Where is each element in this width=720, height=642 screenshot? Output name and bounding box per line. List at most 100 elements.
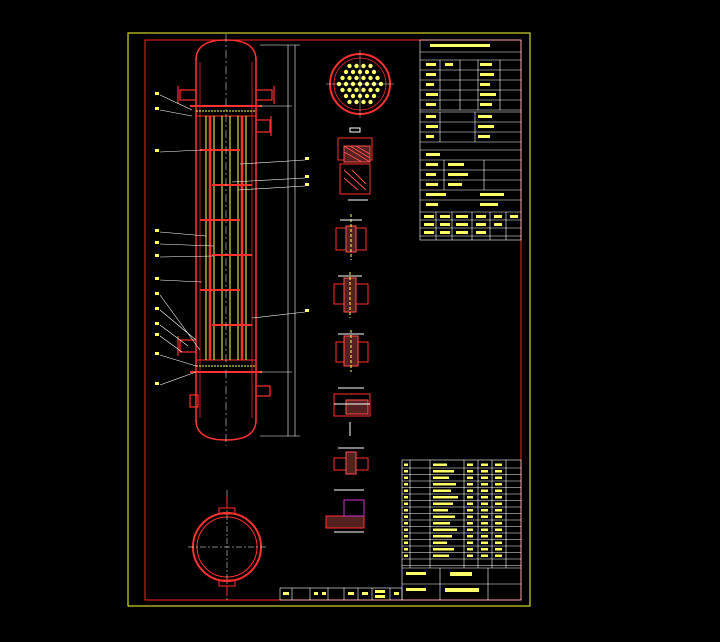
table-text-mark xyxy=(426,153,440,156)
table-text-mark xyxy=(480,63,492,66)
parts-text-mark xyxy=(467,463,473,466)
parts-text-mark xyxy=(433,548,454,551)
table-text-mark xyxy=(424,215,434,218)
revision-strip-marks xyxy=(283,590,399,598)
table-text-mark xyxy=(476,215,486,218)
parts-list-table xyxy=(401,459,522,601)
table-text-mark xyxy=(426,103,436,106)
parts-text-mark xyxy=(495,522,502,525)
detail-nozzle-a xyxy=(333,272,369,318)
parts-text-mark xyxy=(481,535,488,538)
tube-hole xyxy=(368,63,373,69)
parts-text-mark xyxy=(467,509,473,512)
parts-text-mark xyxy=(481,489,488,492)
parts-text-mark xyxy=(481,515,488,518)
table-text-mark xyxy=(426,93,438,96)
parts-text-mark xyxy=(433,476,449,479)
parts-text-mark xyxy=(495,554,502,557)
parts-text-mark xyxy=(467,522,473,525)
parts-text-mark xyxy=(481,509,488,512)
table-text-mark xyxy=(478,135,490,138)
parts-text-mark xyxy=(404,496,408,499)
tube-hole xyxy=(368,75,373,81)
parts-text-mark xyxy=(495,483,502,486)
parts-text-mark xyxy=(433,502,453,505)
table-text-mark xyxy=(426,63,436,66)
revision-strip xyxy=(279,587,403,601)
parts-text-mark xyxy=(404,535,408,538)
tube-hole xyxy=(347,87,352,93)
table-text-mark xyxy=(426,83,434,86)
detail-tube-weld xyxy=(335,214,367,260)
table-text-mark xyxy=(480,93,496,96)
tube-hole xyxy=(364,93,370,99)
table-text-mark xyxy=(480,193,504,196)
table-text-mark xyxy=(480,83,490,86)
parts-text-mark xyxy=(467,548,473,551)
parts-text-mark xyxy=(445,588,479,592)
parts-text-mark xyxy=(404,483,408,486)
table-text-mark xyxy=(426,73,436,76)
parts-list-text-marks xyxy=(404,463,502,592)
detail-gasket xyxy=(325,489,365,533)
parts-text-mark xyxy=(433,496,458,499)
parts-text-mark xyxy=(404,515,408,518)
parts-text-mark xyxy=(433,489,451,492)
table-text-mark xyxy=(476,231,486,234)
table-text-mark xyxy=(426,125,438,128)
parts-text-mark xyxy=(433,554,449,557)
parts-text-mark xyxy=(433,528,457,531)
parts-text-mark xyxy=(495,528,502,531)
parts-text-mark xyxy=(433,522,450,525)
part-leader-lines xyxy=(159,94,306,386)
parts-text-mark xyxy=(495,470,502,473)
table-text-mark xyxy=(448,183,462,186)
table-text-mark xyxy=(456,215,468,218)
parts-text-mark xyxy=(433,541,447,544)
part-balloon-marks xyxy=(155,92,309,385)
parts-text-mark xyxy=(404,470,408,473)
parts-text-mark xyxy=(467,535,473,538)
parts-text-mark xyxy=(433,463,447,466)
tube-hole xyxy=(350,93,356,99)
table-text-mark xyxy=(430,44,490,47)
parts-text-mark xyxy=(495,535,502,538)
parts-text-mark xyxy=(404,541,408,544)
parts-text-mark xyxy=(481,554,488,557)
parts-text-mark xyxy=(433,535,452,538)
tube-hole xyxy=(361,99,366,105)
vessel-elevation-view xyxy=(177,34,275,446)
detail-baffle xyxy=(333,447,369,475)
table-text-mark xyxy=(510,215,518,218)
tube-hole xyxy=(368,99,373,105)
parts-text-mark xyxy=(467,528,473,531)
parts-text-mark xyxy=(495,548,502,551)
parts-text-mark xyxy=(481,541,488,544)
tube-hole xyxy=(343,69,349,75)
parts-text-mark xyxy=(406,588,426,591)
tube-sheet-section xyxy=(326,50,394,118)
parts-text-mark xyxy=(495,509,502,512)
parts-text-mark xyxy=(467,470,473,473)
parts-text-mark xyxy=(495,463,502,466)
table-text-mark xyxy=(426,173,436,176)
tube-hole xyxy=(368,87,373,93)
tube-hole xyxy=(347,75,352,81)
parts-text-mark xyxy=(404,528,408,531)
parts-text-mark xyxy=(481,548,488,551)
parts-text-mark xyxy=(481,483,488,486)
parts-text-mark xyxy=(481,476,488,479)
table-text-mark xyxy=(424,223,434,226)
parts-text-mark xyxy=(467,541,473,544)
parts-text-mark xyxy=(404,463,408,466)
table-text-mark xyxy=(426,203,438,206)
parts-text-mark xyxy=(467,554,473,557)
parts-text-mark xyxy=(481,528,488,531)
parts-text-mark xyxy=(433,470,454,473)
tube-hole xyxy=(340,87,345,93)
table-text-mark xyxy=(494,215,502,218)
detail-nozzle-b xyxy=(335,330,369,372)
detail-support xyxy=(333,387,371,436)
table-text-mark xyxy=(448,173,468,176)
